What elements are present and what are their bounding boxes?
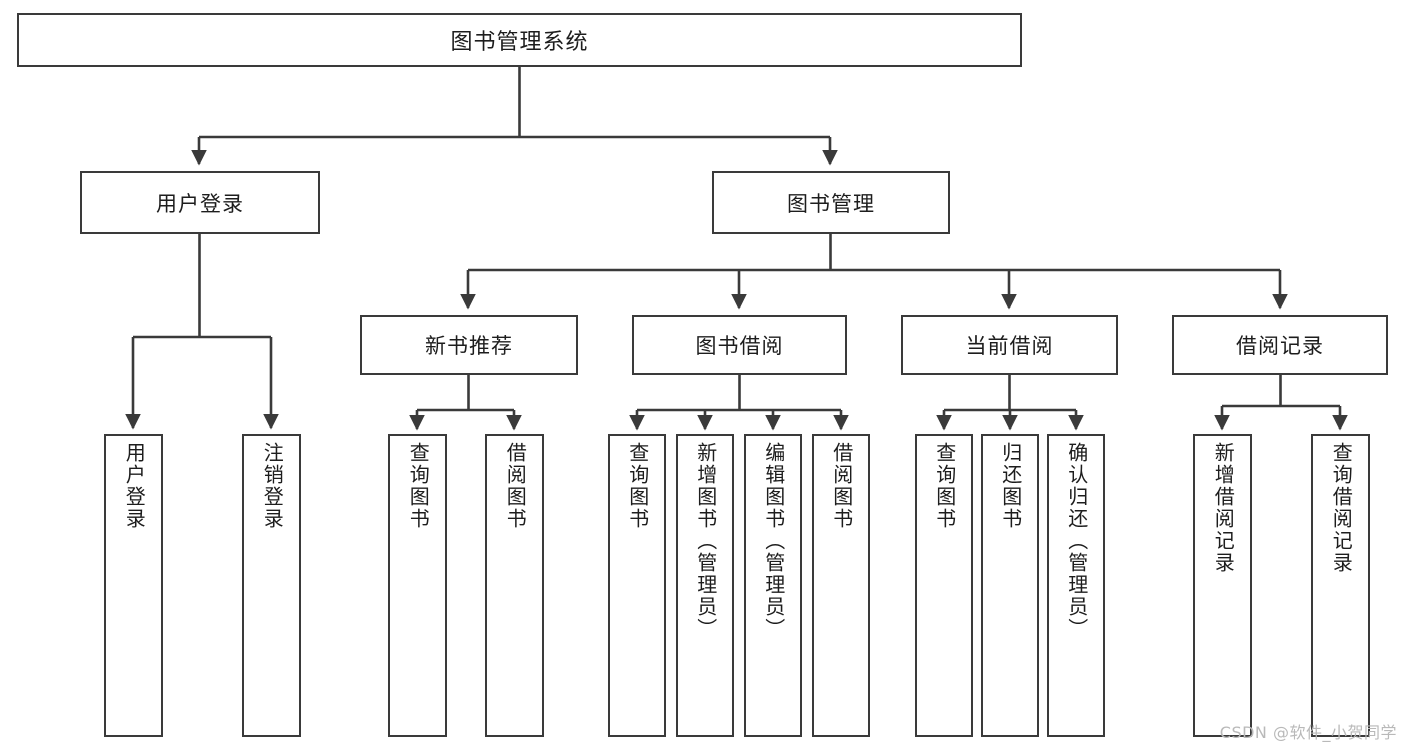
leaf-user-login-login[interactable]: 用户登录 bbox=[104, 434, 163, 737]
node-label: 当前借阅 bbox=[965, 334, 1054, 358]
node-label: 注销登录 bbox=[260, 442, 285, 530]
node-label: 图书管理系统 bbox=[450, 30, 589, 55]
node-label: 新增图书（管理员） bbox=[693, 442, 718, 640]
node-label: 图书管理 bbox=[787, 191, 875, 216]
node-user-login[interactable]: 用户登录 bbox=[80, 171, 320, 234]
node-label: 归还图书 bbox=[998, 442, 1023, 530]
leaf-borrow-record-query-record[interactable]: 查询借阅记录 bbox=[1311, 434, 1370, 737]
node-new-book-recommend[interactable]: 新书推荐 bbox=[360, 315, 578, 375]
leaf-current-borrow-return-book[interactable]: 归还图书 bbox=[981, 434, 1039, 737]
node-label: 借阅图书 bbox=[829, 442, 854, 530]
node-borrow-record[interactable]: 借阅记录 bbox=[1172, 315, 1388, 375]
node-root-book-management-system[interactable]: 图书管理系统 bbox=[17, 13, 1022, 67]
node-label: 图书借阅 bbox=[695, 334, 784, 358]
leaf-current-borrow-confirm-return-admin[interactable]: 确认归还（管理员） bbox=[1047, 434, 1105, 737]
node-book-management[interactable]: 图书管理 bbox=[712, 171, 950, 234]
node-label: 编辑图书（管理员） bbox=[761, 442, 786, 640]
leaf-new-book-borrow-book[interactable]: 借阅图书 bbox=[485, 434, 544, 737]
leaf-book-borrow-query-book[interactable]: 查询图书 bbox=[608, 434, 666, 737]
node-book-borrow[interactable]: 图书借阅 bbox=[632, 315, 847, 375]
leaf-current-borrow-query-book[interactable]: 查询图书 bbox=[915, 434, 973, 737]
leaf-user-login-logout[interactable]: 注销登录 bbox=[242, 434, 301, 737]
leaf-book-borrow-borrow-book[interactable]: 借阅图书 bbox=[812, 434, 870, 737]
node-label: 借阅图书 bbox=[503, 442, 528, 530]
node-current-borrow[interactable]: 当前借阅 bbox=[901, 315, 1118, 375]
node-label: 新增借阅记录 bbox=[1211, 442, 1236, 574]
node-label: 新书推荐 bbox=[425, 334, 513, 358]
node-label: 查询借阅记录 bbox=[1329, 442, 1354, 574]
leaf-new-book-query-book[interactable]: 查询图书 bbox=[388, 434, 447, 737]
node-label: 查询图书 bbox=[406, 442, 431, 530]
node-label: 用户登录 bbox=[156, 191, 244, 216]
node-label: 查询图书 bbox=[625, 442, 650, 530]
leaf-book-borrow-add-book-admin[interactable]: 新增图书（管理员） bbox=[676, 434, 734, 737]
leaf-borrow-record-add-record[interactable]: 新增借阅记录 bbox=[1193, 434, 1252, 737]
node-label: 用户登录 bbox=[122, 442, 147, 530]
node-label: 确认归还（管理员） bbox=[1064, 442, 1089, 640]
leaf-book-borrow-edit-book-admin[interactable]: 编辑图书（管理员） bbox=[744, 434, 802, 737]
node-label: 借阅记录 bbox=[1236, 334, 1324, 358]
node-label: 查询图书 bbox=[932, 442, 957, 530]
